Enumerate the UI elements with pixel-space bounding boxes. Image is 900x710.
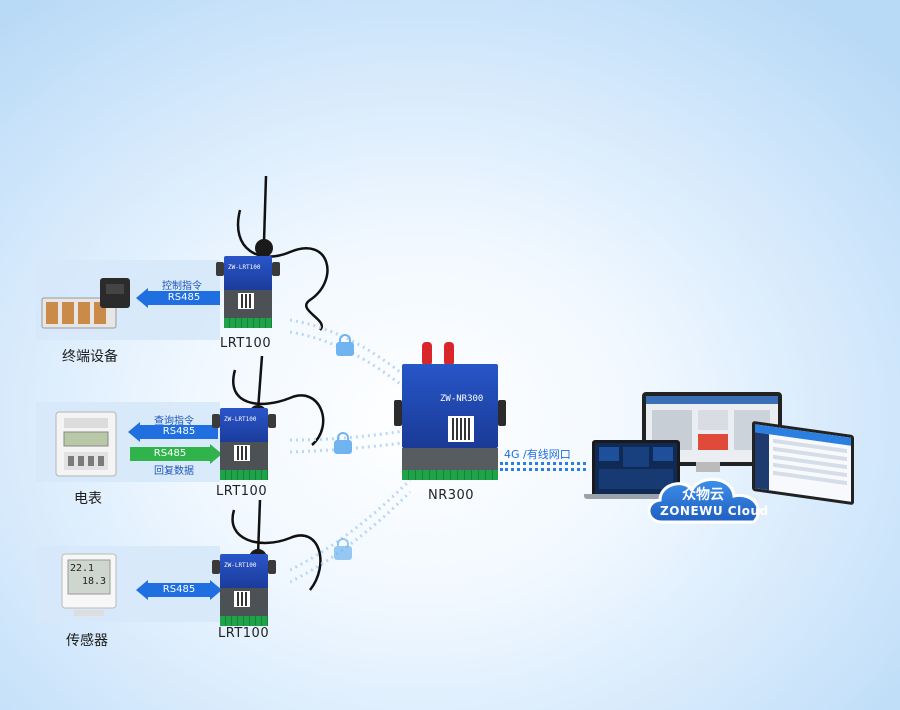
uplink-line xyxy=(500,462,586,465)
meter-label: 电表 xyxy=(74,491,102,507)
cloud-name-cn: 众物云 xyxy=(682,487,724,503)
lrt100-label-2: LRT100 xyxy=(216,484,268,499)
row2-rs485-up-label: RS485 xyxy=(130,447,210,461)
nr300-gateway: ZW-NR300 xyxy=(394,364,506,480)
sensor-label: 传感器 xyxy=(66,633,108,649)
cloud-name-en: ZONEWU Cloud xyxy=(660,504,769,518)
valve-image xyxy=(40,276,132,332)
row2-query-cmd: 查询指令 xyxy=(154,416,194,427)
meter-image xyxy=(54,410,118,478)
lrt100-panel-1: ZW-LRT100 xyxy=(228,264,261,271)
nr300-antennas xyxy=(420,340,460,374)
lrt100-device-2: ZW-LRT100 xyxy=(212,408,276,480)
sensor-hum-reading: 18.3 xyxy=(82,576,107,587)
lock-icon xyxy=(334,432,352,454)
nr300-panel-label: ZW-NR300 xyxy=(440,394,484,404)
row2-rs485-up-arrow: RS485 xyxy=(130,444,222,464)
lock-icon xyxy=(334,538,352,560)
row1-rs485-arrow: RS485 xyxy=(136,288,220,308)
lrt100-label-3: LRT100 xyxy=(218,626,270,641)
lrt100-panel-3: ZW-LRT100 xyxy=(224,562,257,569)
laptop-base xyxy=(584,494,684,499)
uplink-line xyxy=(500,468,586,471)
lrt100-device-1: ZW-LRT100 xyxy=(216,256,280,328)
wireless-beams xyxy=(290,318,412,584)
lrt100-device-3: ZW-LRT100 xyxy=(212,554,276,626)
lock-icon xyxy=(336,334,354,356)
lrt100-panel-2: ZW-LRT100 xyxy=(224,416,257,423)
sensor-image xyxy=(60,552,118,618)
cloud-badge xyxy=(640,468,774,528)
row3-rs485-label: RS485 xyxy=(148,583,210,597)
antenna-cables xyxy=(231,175,329,591)
lrt100-label-1: LRT100 xyxy=(220,336,272,351)
monitor-stand xyxy=(696,462,720,472)
row2-rs485-down-arrow: RS485 xyxy=(128,422,218,442)
tablet-screen xyxy=(752,420,854,506)
row3-rs485-arrow: RS485 xyxy=(136,580,222,600)
row2-rs485-down-label: RS485 xyxy=(140,425,218,439)
uplink-label: 4G /有线网口 xyxy=(504,448,571,461)
nr300-label: NR300 xyxy=(428,488,475,503)
sensor-temp-reading: 22.1 xyxy=(70,563,95,574)
row1-rs485-label: RS485 xyxy=(148,291,220,305)
terminal-device-label: 终端设备 xyxy=(62,349,118,365)
row1-control-cmd: 控制指令 xyxy=(162,281,202,292)
row2-reply-data: 回复数据 xyxy=(154,466,194,477)
